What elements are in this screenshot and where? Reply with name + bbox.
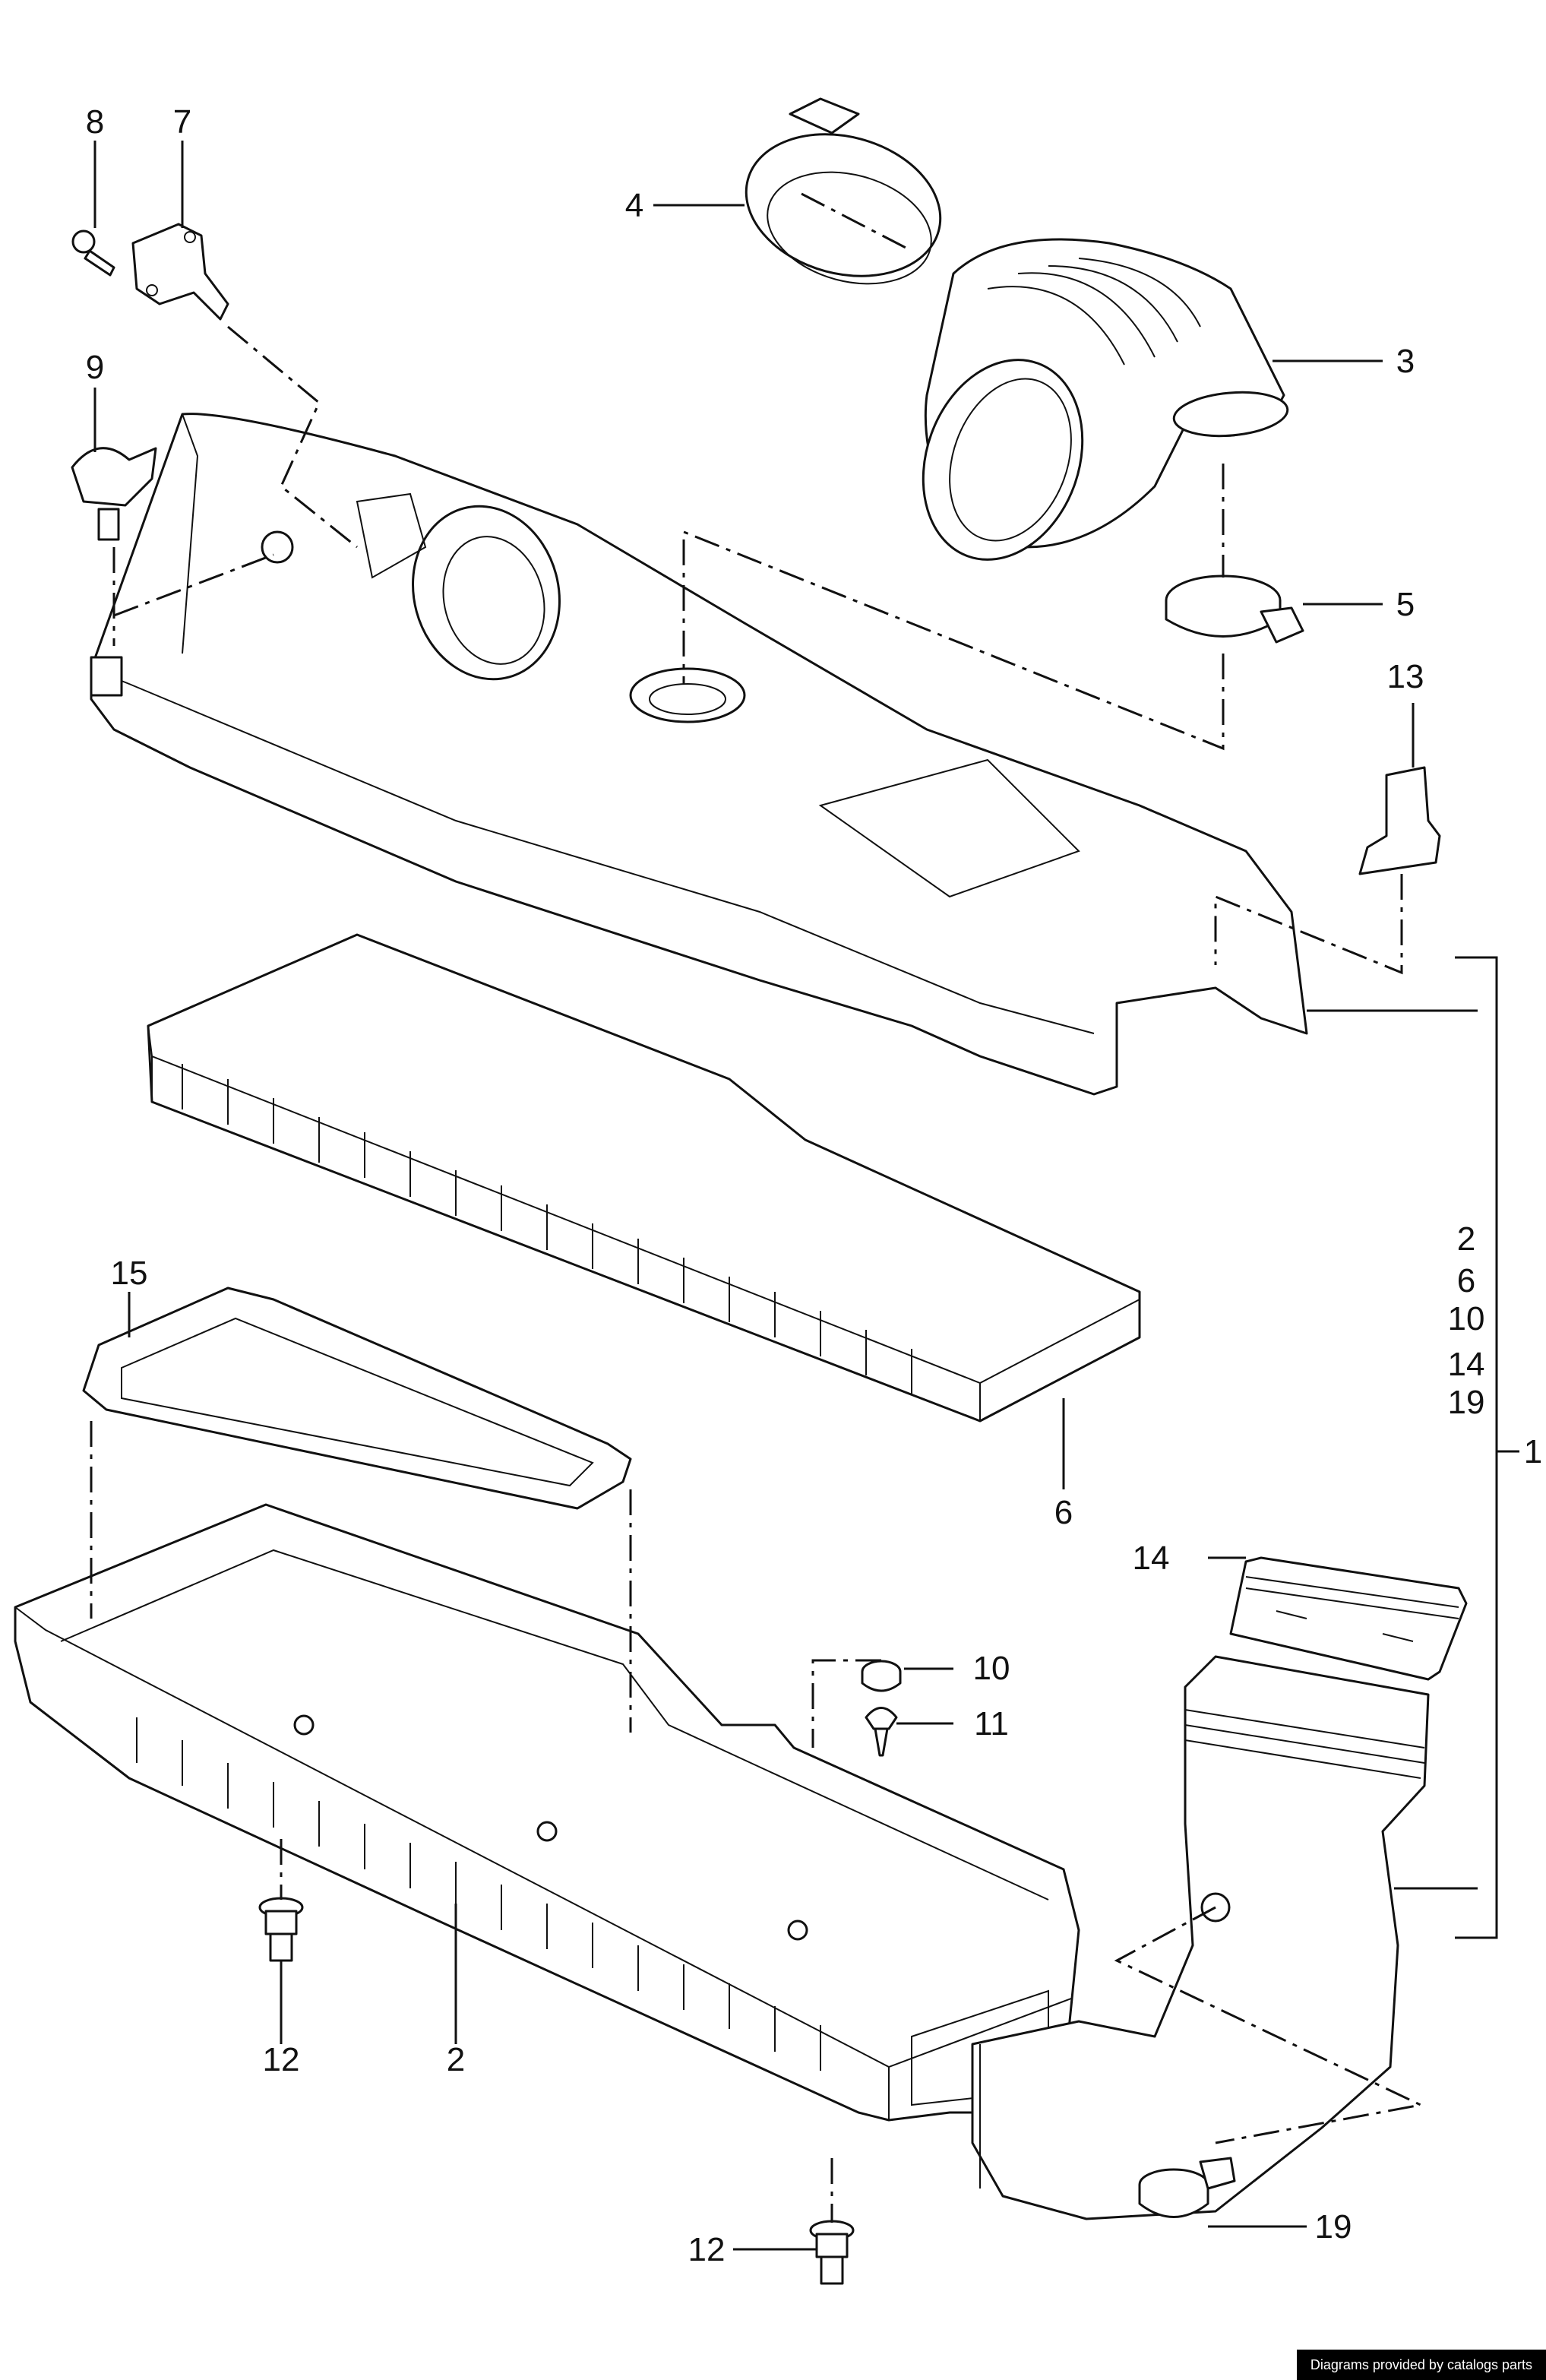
hose-clamp-part-4 [745, 97, 942, 285]
bushing-part-12-left [258, 1897, 304, 1962]
air-box-housing-part-2 [14, 1503, 1080, 2122]
clamp-part-19 [1138, 2157, 1236, 2218]
callout-14: 14 [1133, 1540, 1170, 1577]
callout-19: 19 [1315, 2208, 1352, 2245]
callout-1: 1 [1524, 1433, 1542, 1470]
callout-10: 10 [973, 1650, 1010, 1687]
small-clamp-part-5 [1165, 574, 1304, 644]
callout-7: 7 [173, 103, 191, 141]
callout-9: 9 [86, 349, 104, 386]
sensor-part-7 [131, 223, 229, 321]
callout-8: 8 [86, 103, 104, 141]
callout-11: 11 [974, 1705, 1009, 1742]
air-box-cover [90, 413, 1308, 1096]
clip-part-9 [71, 447, 157, 541]
callout-12-left: 12 [263, 2041, 300, 2078]
callout-3: 3 [1396, 343, 1415, 380]
callout-6: 6 [1054, 1494, 1073, 1531]
leader-lines [93, 141, 1519, 2251]
assembly-centerlines [90, 192, 1424, 2223]
callout-4: 4 [625, 187, 643, 224]
bushing-part-12-bottom [809, 2220, 855, 2285]
callout-13: 13 [1387, 658, 1424, 695]
callout-12-bottom: 12 [688, 2231, 726, 2268]
pin-part-11 [865, 1707, 898, 1757]
callout-5: 5 [1396, 586, 1415, 623]
bracket-list-item: 10 [1448, 1300, 1485, 1337]
seal-frame-part-15 [82, 1287, 632, 1510]
bracket-list-item: 2 [1457, 1220, 1475, 1258]
credit-banner: Diagrams provided by catalogs parts [1296, 2350, 1546, 2380]
grommet-part-10 [861, 1660, 902, 1692]
screw-part-8 [71, 229, 115, 277]
clip-part-13 [1358, 766, 1441, 875]
bracket-list-item: 6 [1457, 1262, 1475, 1299]
bracket-list-item: 19 [1448, 1384, 1485, 1421]
hose-adapter-part-14 [1229, 1556, 1468, 1681]
callout-labels: 8 7 9 4 3 5 13 15 6 14 10 11 12 2 12 19 … [86, 103, 1542, 2268]
callout-2: 2 [447, 2041, 465, 2078]
callout-15: 15 [111, 1255, 148, 1292]
filter-element-part-6 [147, 933, 1141, 1423]
bracket-list-item: 14 [1448, 1346, 1485, 1383]
intake-hose-part-3 [922, 238, 1289, 561]
intake-duct [971, 1655, 1430, 2220]
